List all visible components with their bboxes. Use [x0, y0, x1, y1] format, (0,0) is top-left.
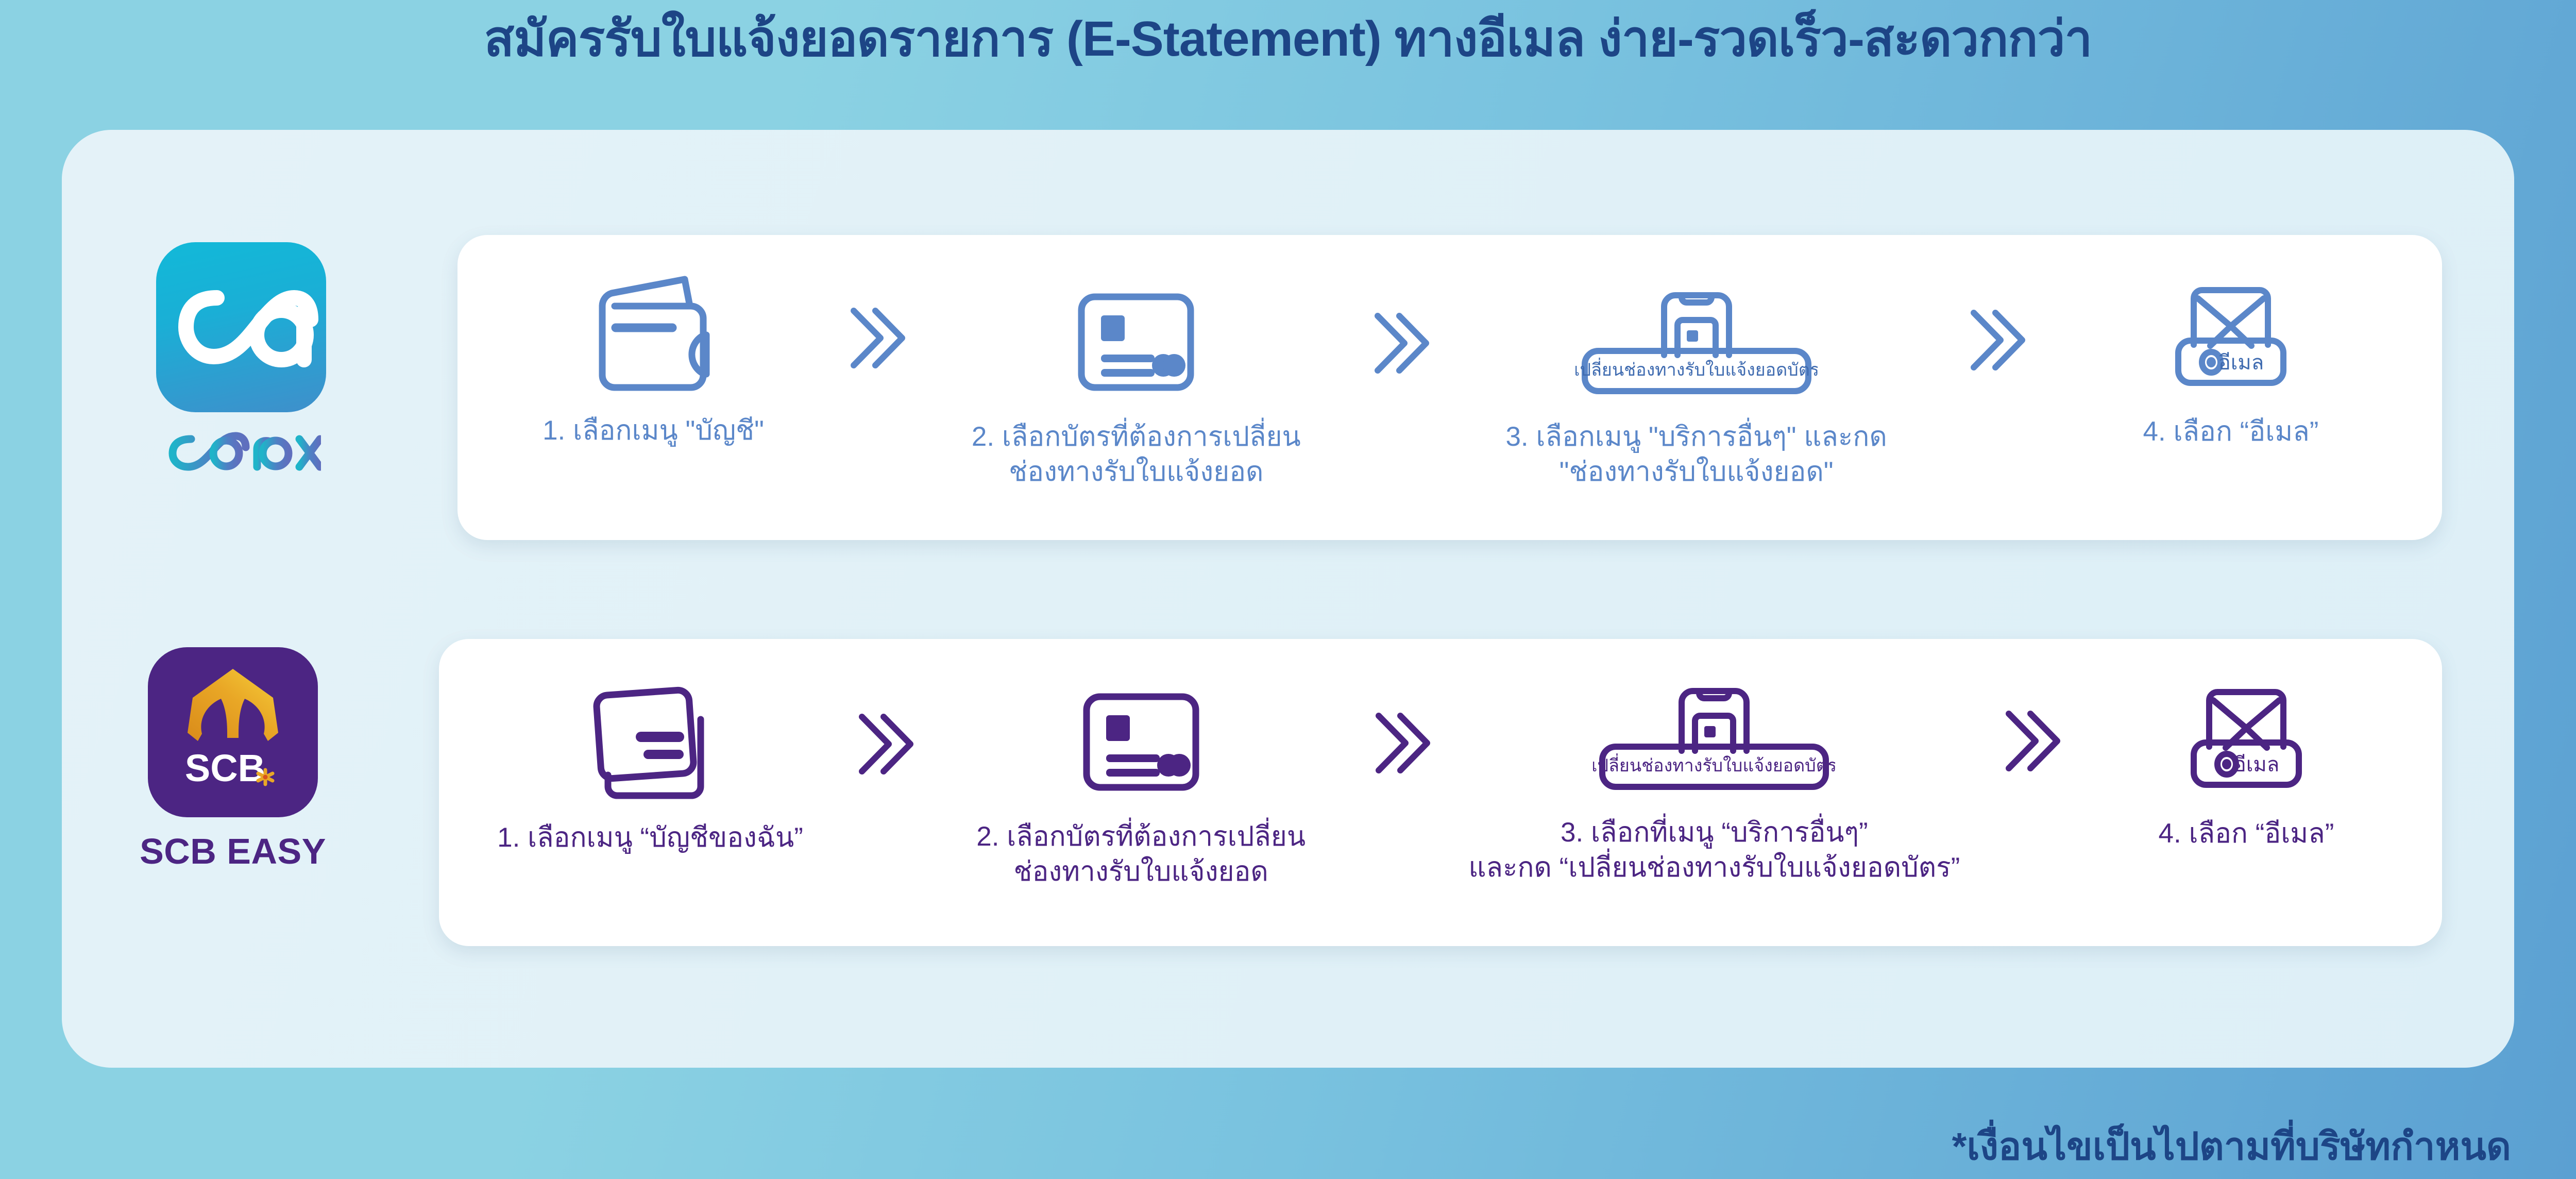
step-cardx-3[interactable]: เปลี่ยนช่องทางรับใบแจ้งยอดบัตร 3. เลือกเ…	[1454, 265, 1939, 490]
step-caption: 4. เลือก “อีเมล”	[2158, 818, 2334, 849]
phone-menu-icon: เปลี่ยนช่องทางรับใบแจ้งยอดบัตร	[1593, 661, 1835, 815]
step-scb-1[interactable]: 1. เลือกเมนู “บัญชีของฉัน”	[470, 666, 831, 855]
envelope-email-icon: อีเมล	[2154, 260, 2308, 414]
step-cardx-4[interactable]: อีเมล 4. เลือก “อีเมล”	[2050, 260, 2411, 449]
phone-button-label: เปลี่ยนช่องทางรับใบแจ้งยอดบัตร	[1575, 358, 1818, 380]
step-caption: 3. เลือกเมนู "บริการอื่นๆ" และกด "ช่องทา…	[1505, 422, 1887, 487]
steps-card-cardx: 1. เลือกเมนู "บัญชี"	[457, 235, 2442, 540]
email-option-label: อีเมล	[2234, 753, 2280, 776]
step-caption: 4. เลือก “อีเมล”	[2143, 416, 2319, 447]
wallet-icon	[584, 259, 723, 413]
step-scb-4[interactable]: อีเมล 4. เลือก “อีเมล”	[2081, 662, 2411, 851]
scb-icon-text: SCB	[185, 747, 265, 789]
credit-card-icon	[1079, 665, 1203, 819]
scb-easy-wordmark: SCB EASY	[140, 831, 326, 871]
phone-button-label: เปลี่ยนช่องทางรับใบแจ้งยอดบัตร	[1593, 753, 1835, 776]
step-caption: 2. เลือกบัตรที่ต้องการเปลี่ยน ช่องทางรับ…	[976, 821, 1306, 887]
credit-card-icon	[1074, 265, 1198, 419]
stacked-cards-icon	[583, 666, 717, 820]
brand-block-scb: SCB SCB EASY	[109, 647, 357, 872]
step-scb-2[interactable]: 2. เลือกบัตรที่ต้องการเปลี่ยน ช่องทางรับ…	[935, 665, 1347, 889]
double-chevron-right-icon	[852, 667, 914, 821]
steps-card-scb: 1. เลือกเมนู “บัญชีของฉัน”	[439, 639, 2442, 946]
double-chevron-right-icon	[1998, 664, 2060, 818]
footer-disclaimer: *เงื่อนไขเป็นไปตามที่บริษัทกำหนด	[1952, 1125, 2511, 1168]
double-chevron-right-icon	[843, 261, 905, 415]
scb-app-icon: SCB	[148, 647, 318, 817]
step-caption: 1. เลือกเมนู "บัญชี"	[543, 415, 764, 446]
step-caption: 2. เลือกบัตรที่ต้องการเปลี่ยน ช่องทางรับ…	[971, 422, 1301, 487]
double-chevron-right-icon	[1368, 666, 1430, 820]
double-chevron-right-icon	[1963, 263, 2026, 417]
cardx-wordmark	[117, 424, 365, 471]
double-chevron-right-icon	[1367, 266, 1429, 420]
cardx-app-icon	[156, 242, 326, 412]
page-title: สมัครรับใบแจ้งยอดรายการ (E-Statement) ทา…	[484, 11, 2093, 66]
step-caption: 3. เลือกที่เมนู “บริการอื่นๆ” และกด “เปล…	[1468, 817, 1960, 883]
step-cardx-2[interactable]: 2. เลือกบัตรที่ต้องการเปลี่ยน ช่องทางรับ…	[930, 265, 1342, 490]
step-scb-3[interactable]: เปลี่ยนช่องทางรับใบแจ้งยอดบัตร 3. เลือกท…	[1451, 661, 1977, 885]
step-caption: 1. เลือกเมนู “บัญชีของฉัน”	[497, 822, 803, 853]
email-option-label: อีเมล	[2218, 351, 2264, 374]
phone-menu-icon: เปลี่ยนช่องทางรับใบแจ้งยอดบัตร	[1575, 265, 1818, 419]
step-cardx-1[interactable]: 1. เลือกเมนู "บัญชี"	[488, 259, 818, 448]
brand-block-cardx	[117, 242, 365, 471]
envelope-email-icon: อีเมล	[2169, 662, 2324, 816]
